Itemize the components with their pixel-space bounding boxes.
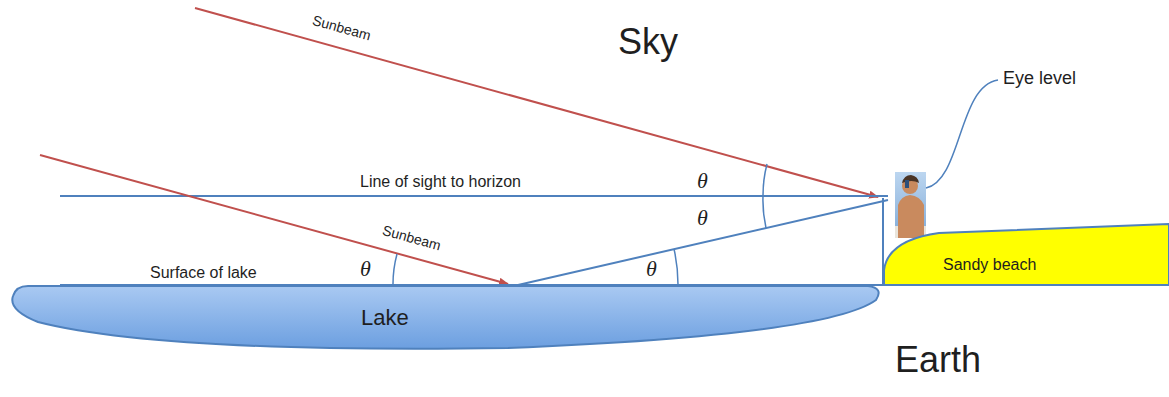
reflected-ray (518, 200, 888, 285)
angle-arc (763, 196, 766, 228)
ray-label: Sunbeam (311, 12, 373, 44)
angle-symbol: θ (646, 256, 657, 282)
angle-arc (393, 254, 397, 284)
angle-arc (763, 164, 767, 196)
line-label: Surface of lake (150, 263, 257, 282)
sunbeam-ray (195, 8, 878, 197)
angle-symbol: θ (697, 168, 708, 194)
angle-symbol: θ (360, 256, 371, 282)
beach-shape: Sandy beach (884, 218, 1169, 286)
lake-shape-outline (8, 280, 884, 355)
region-label: Sky (618, 20, 678, 63)
beach-shape-outline (884, 218, 1169, 286)
node-text: Lake (361, 305, 409, 331)
region-label: Earth (895, 338, 981, 381)
line-label: Line of sight to horizon (360, 172, 521, 191)
callout-label: Eye level (1003, 68, 1076, 90)
angle-symbol: θ (697, 205, 708, 231)
node-text: Sandy beach (943, 256, 1036, 274)
angle-arc (674, 249, 678, 285)
person-figure (895, 172, 926, 238)
lake-shape: Lake (8, 280, 884, 355)
ray-label: Sunbeam (381, 222, 443, 254)
leader-line (926, 80, 998, 188)
